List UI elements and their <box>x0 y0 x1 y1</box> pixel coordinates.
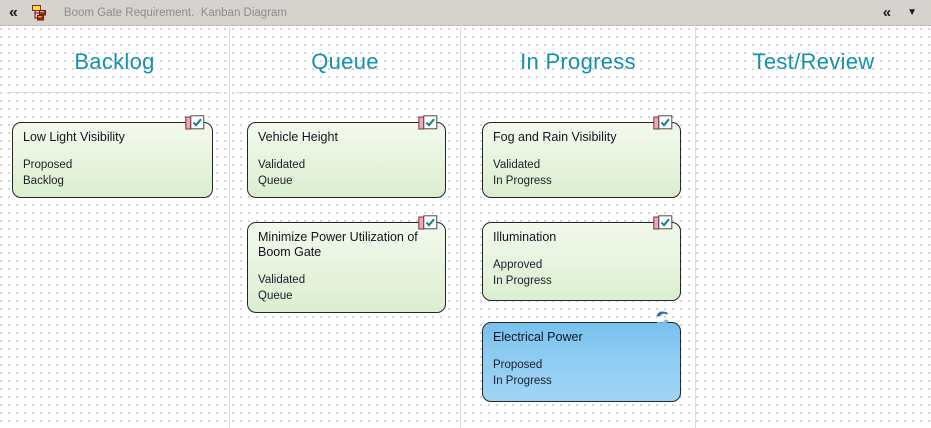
card-title: Vehicle Height <box>258 130 338 144</box>
card-phase: In Progress <box>493 375 552 387</box>
card-status: Proposed <box>493 359 543 371</box>
lane-separator <box>701 92 925 103</box>
card-phase: In Progress <box>493 275 552 287</box>
card-title: Fog and Rain Visibility <box>493 130 617 144</box>
requirement-checked-icon <box>418 115 438 136</box>
card-title: Illumination <box>493 230 557 244</box>
kanban-board: Backlog Low Light Visibility Proposed Ba… <box>0 27 931 428</box>
card-status: Validated <box>258 159 306 171</box>
card-status: Proposed <box>23 159 73 171</box>
card-status: Validated <box>258 274 306 286</box>
diagram-icon[interactable] <box>29 4 46 21</box>
requirement-checked-icon <box>418 215 438 236</box>
lane-separator <box>5 92 223 103</box>
diagram-toolbar: « Boom Gate Requirement. Kanban Diagram … <box>0 0 931 26</box>
card-phase: In Progress <box>493 175 552 187</box>
toolbar-right-controls: « ▼ <box>883 5 917 20</box>
dropdown-caret-icon[interactable]: ▼ <box>907 6 917 18</box>
card-title: Electrical Power <box>493 330 583 344</box>
requirement-checked-icon <box>653 115 673 136</box>
card-title: Minimize Power Utilization of Boom Gate <box>258 230 418 259</box>
kanban-column-backlog: Backlog Low Light Visibility Proposed Ba… <box>0 27 230 428</box>
kanban-column-queue: Queue Vehicle Height Validated Queue <box>230 27 461 428</box>
collapse-right-icon[interactable]: « <box>882 4 892 21</box>
sync-swirl-icon <box>654 310 671 331</box>
kanban-card-vehicle-height[interactable]: Vehicle Height Validated Queue <box>247 115 446 198</box>
column-header-queue: Queue <box>311 49 379 74</box>
kanban-card-electrical-power[interactable]: Electrical Power Proposed In Progress <box>482 311 681 402</box>
lane-separator <box>235 92 454 103</box>
kanban-card-minimize-power-utilization[interactable]: Minimize Power Utilization of Boom Gate … <box>247 215 446 313</box>
card-status: Validated <box>493 159 541 171</box>
kanban-card-illumination[interactable]: Illumination Approved In Progress <box>482 215 681 301</box>
card-title: Low Light Visibility <box>23 130 125 144</box>
kanban-column-test-review: Test/Review <box>696 27 931 428</box>
column-header-backlog: Backlog <box>74 49 155 74</box>
diagram-title: Boom Gate Requirement. Kanban Diagram <box>63 6 287 19</box>
kanban-column-in-progress: In Progress Fog and Rain Visibility Vali… <box>461 27 696 428</box>
requirement-checked-icon <box>185 115 205 136</box>
requirement-checked-icon <box>653 215 673 236</box>
column-header-in-progress: In Progress <box>520 49 636 74</box>
collapse-left-icon[interactable]: « <box>9 3 18 21</box>
card-phase: Queue <box>258 175 293 187</box>
card-phase: Backlog <box>23 175 64 187</box>
kanban-card-fog-and-rain-visibility[interactable]: Fog and Rain Visibility Validated In Pro… <box>482 115 681 198</box>
column-header-test-review: Test/Review <box>752 49 875 74</box>
card-phase: Queue <box>258 290 293 302</box>
kanban-card-low-light-visibility[interactable]: Low Light Visibility Proposed Backlog <box>12 115 213 198</box>
lane-separator <box>466 92 689 103</box>
card-status: Approved <box>493 259 543 271</box>
